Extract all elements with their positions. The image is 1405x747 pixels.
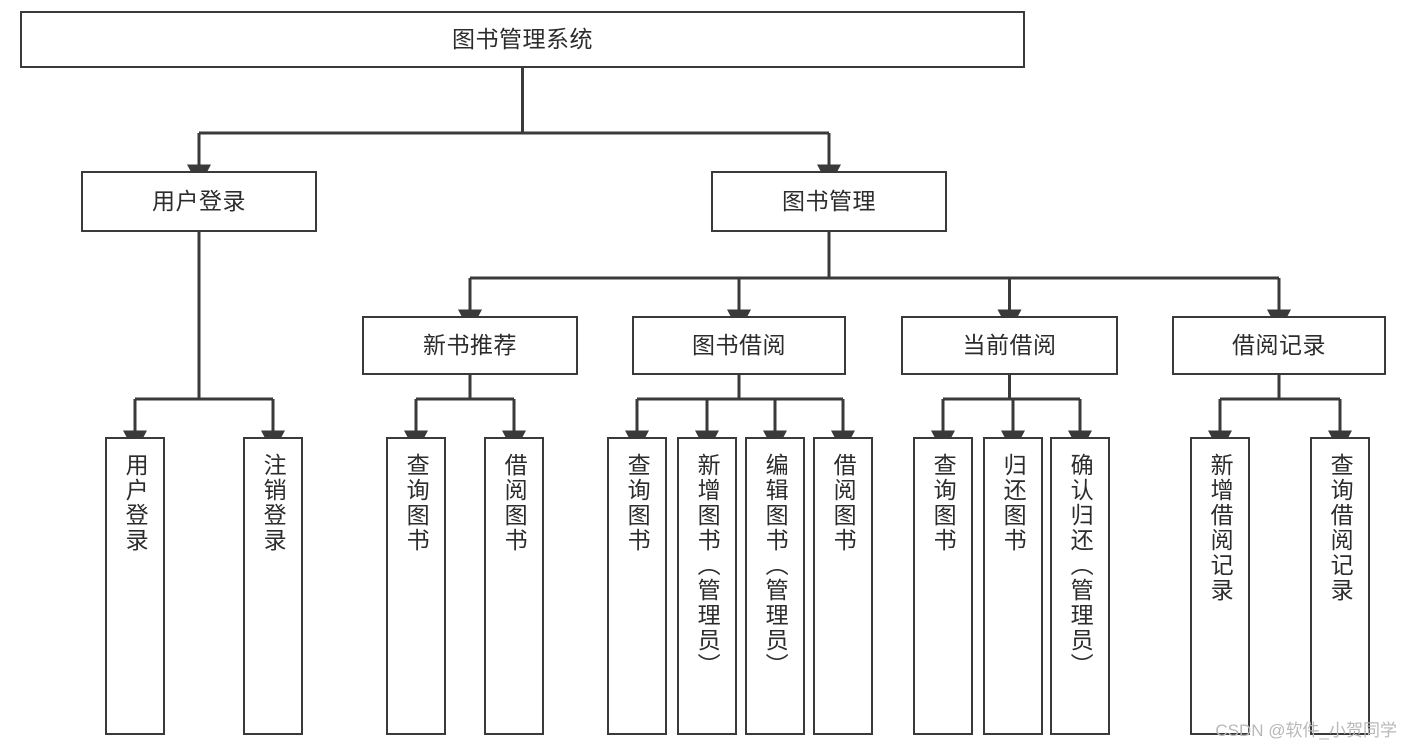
node-leaf-borrow-book-rec[interactable]: 借阅图书	[484, 437, 544, 735]
node-label: 用户登录	[122, 453, 149, 553]
node-label: 新增图书（管理员）	[694, 453, 721, 678]
node-label: 借阅记录	[1232, 331, 1326, 358]
watermark-text: CSDN @软件_小贺同学	[1215, 721, 1397, 740]
node-user-login[interactable]: 用户登录	[81, 171, 317, 232]
node-label: 新书推荐	[423, 331, 517, 358]
node-label: 用户登录	[152, 187, 246, 214]
node-label: 新增借阅记录	[1207, 453, 1234, 603]
node-leaf-query-borrow-record[interactable]: 查询借阅记录	[1310, 437, 1370, 735]
node-label: 借阅图书	[830, 453, 857, 553]
node-leaf-query-book-rec[interactable]: 查询图书	[386, 437, 446, 735]
node-label: 查询图书	[403, 453, 430, 553]
node-label: 注销登录	[260, 453, 287, 553]
node-label: 编辑图书（管理员）	[762, 453, 789, 678]
node-current-borrow[interactable]: 当前借阅	[901, 316, 1118, 375]
node-label: 图书借阅	[692, 331, 786, 358]
edge-paths	[123, 68, 1352, 453]
node-leaf-user-logout[interactable]: 注销登录	[243, 437, 303, 735]
node-borrow-record[interactable]: 借阅记录	[1172, 316, 1386, 375]
node-leaf-add-book-admin[interactable]: 新增图书（管理员）	[677, 437, 737, 735]
node-new-book-rec[interactable]: 新书推荐	[362, 316, 578, 375]
node-leaf-user-login[interactable]: 用户登录	[105, 437, 165, 735]
node-leaf-confirm-return-admin[interactable]: 确认归还（管理员）	[1050, 437, 1110, 735]
node-root[interactable]: 图书管理系统	[20, 11, 1025, 68]
node-leaf-borrow-book[interactable]: 借阅图书	[813, 437, 873, 735]
node-label: 图书管理系统	[452, 25, 593, 52]
node-label: 查询图书	[624, 453, 651, 553]
node-book-borrow[interactable]: 图书借阅	[632, 316, 846, 375]
node-label: 图书管理	[782, 187, 876, 214]
node-book-manage[interactable]: 图书管理	[711, 171, 947, 232]
node-leaf-query-book-borrow[interactable]: 查询图书	[607, 437, 667, 735]
node-leaf-add-borrow-record[interactable]: 新增借阅记录	[1190, 437, 1250, 735]
node-label: 查询图书	[930, 453, 957, 553]
node-label: 确认归还（管理员）	[1067, 453, 1094, 678]
node-label: 借阅图书	[501, 453, 528, 553]
node-label: 查询借阅记录	[1327, 453, 1354, 603]
node-label: 当前借阅	[962, 331, 1057, 358]
node-leaf-return-book[interactable]: 归还图书	[983, 437, 1043, 735]
node-leaf-query-book-current[interactable]: 查询图书	[913, 437, 973, 735]
node-leaf-edit-book-admin[interactable]: 编辑图书（管理员）	[745, 437, 805, 735]
node-label: 归还图书	[1000, 453, 1027, 553]
